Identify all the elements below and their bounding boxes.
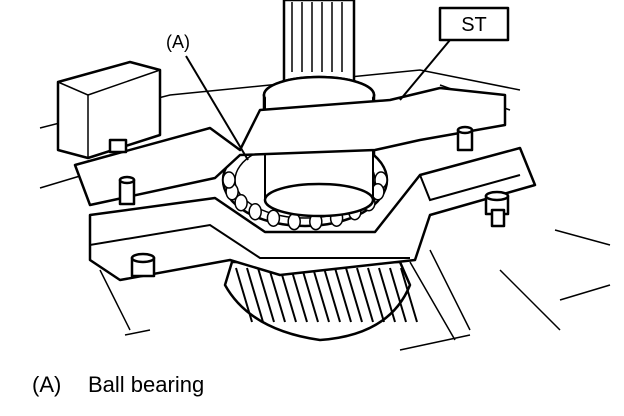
gear-tooth	[389, 267, 407, 323]
gear-tooth	[301, 267, 319, 323]
nut-left-front	[130, 252, 156, 278]
gear-tooth	[334, 267, 352, 323]
special-tool-puller	[73, 86, 537, 282]
gear-tooth	[356, 267, 374, 323]
callout-st: ST	[399, 6, 510, 101]
gear-tooth	[367, 267, 385, 323]
callout-st-label: ST	[461, 14, 487, 36]
nut-right-front	[484, 190, 510, 228]
gear-tooth	[323, 267, 341, 323]
gear-tooth	[279, 267, 297, 323]
gear-tooth	[235, 267, 253, 323]
gear-tooth	[246, 267, 264, 323]
bearing-ball	[248, 202, 262, 221]
bolt-right-rear	[456, 125, 474, 152]
callout-a: (A)	[166, 32, 249, 161]
bolt-upper-left	[108, 138, 128, 154]
helical-gear	[223, 260, 418, 342]
bolt-left	[118, 175, 136, 206]
gear-tooth	[378, 267, 396, 323]
gear-tooth	[312, 267, 330, 323]
legend: (A) Ball bearing	[32, 372, 204, 398]
gear-tooth	[268, 267, 286, 323]
left-support-block	[56, 60, 162, 160]
legend-key: (A)	[32, 372, 62, 397]
legend-text: Ball bearing	[88, 372, 205, 397]
gear-tooth	[400, 267, 418, 323]
gear-tooth	[290, 267, 308, 323]
bearing-ball	[266, 209, 281, 227]
gear-tooth	[345, 267, 363, 323]
gear-tooth	[257, 267, 275, 323]
bearing-ball	[234, 193, 248, 212]
bearing-ball	[222, 171, 236, 189]
callout-a-label: (A)	[166, 32, 190, 52]
